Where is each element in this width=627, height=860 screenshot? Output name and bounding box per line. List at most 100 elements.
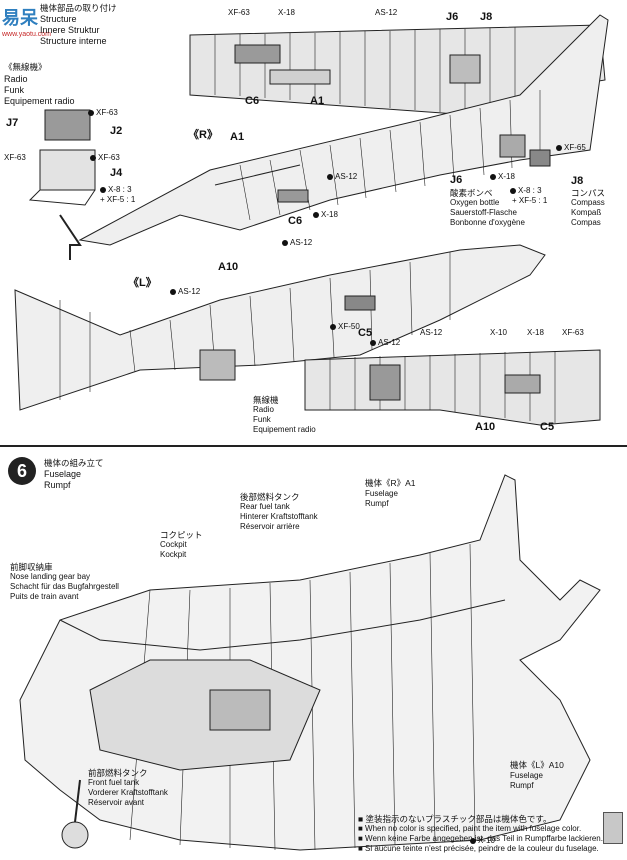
radio-fr: Equipement radio [4, 96, 75, 106]
rear-tank-de: Hinterer Kraftstofftank [240, 512, 318, 521]
panel-a10: A10 [475, 421, 496, 433]
r-fuselage-en: Fuselage [365, 489, 398, 498]
left-xf50: XF-50 [330, 322, 360, 331]
l-fuselage-de: Rumpf [510, 781, 534, 790]
panel-c5: C5 [540, 421, 555, 433]
right-xf65: XF-65 [556, 143, 586, 152]
header-structure-de: Innere Struktur [40, 25, 100, 35]
nose-bay-fr: Puits de train avant [10, 592, 79, 601]
right-x18: X-18 [313, 210, 338, 219]
section-divider [0, 445, 627, 447]
radio-xf63-b: XF-63 [4, 153, 26, 162]
left-a10: A10 [218, 261, 239, 273]
left-as12-b: AS-12 [370, 338, 400, 347]
header-title-jp: 機体部品の取り付け [40, 3, 117, 13]
radio-mix-2: + XF-5 : 1 [100, 195, 136, 204]
svg-text:www.yaotu.com: www.yaotu.com [1, 31, 51, 38]
cockpit-jp: コクピット [160, 530, 203, 540]
legend-fr: ■ Si aucune teinte n'est précisée, peind… [358, 844, 599, 853]
legend-de: ■ Wenn keine Farbe angegeben ist, das Te… [358, 834, 603, 843]
r-fuselage-de: Rumpf [365, 499, 389, 508]
rear-tank-fr: Réservoir arrière [240, 522, 300, 531]
oxygen-fr: Bonbonne d'oxygène [450, 218, 525, 227]
panel-as12: AS-12 [420, 328, 443, 337]
panel-x18: X-18 [527, 328, 544, 337]
right-label: 《R》 [188, 129, 218, 141]
radio-en: Radio [4, 74, 28, 84]
rear-tank-en: Rear fuel tank [240, 502, 290, 511]
right-c6: C6 [288, 215, 303, 227]
radio-xf63-c: XF-63 [90, 153, 120, 162]
nose-bay-de: Schacht für das Bugfahrgestell [10, 582, 119, 591]
top-x18: X-18 [278, 8, 295, 17]
rear-tank-jp: 後部燃料タンク [240, 492, 300, 502]
top-xf63: XF-63 [228, 8, 250, 17]
step6-title-jp: 機体の組み立て [44, 458, 104, 468]
l-fuselage-jp: 機体《L》A10 [510, 760, 564, 770]
top-j6: J6 [446, 11, 459, 23]
legend-jp: ■ 塗装指示のないプラスチック部品は機体色です。 [358, 814, 552, 824]
step6-x10: X-10 [470, 836, 495, 845]
top-c6: C6 [245, 95, 260, 107]
radio-xf63-a: XF-63 [88, 108, 118, 117]
step-number-badge: 6 [8, 457, 36, 485]
left-radio-jp: 無線機 [253, 395, 279, 405]
svg-text:易呆: 易呆 [2, 8, 39, 28]
right-mix-2: + XF-5 : 1 [512, 196, 548, 205]
part-j7: J7 [6, 117, 19, 129]
front-tank-de: Vorderer Kraftstofftank [88, 788, 168, 797]
paint-jar-icon [603, 812, 623, 844]
front-tank-jp: 前部燃料タンク [88, 768, 148, 778]
step6-title-en: Fuselage [44, 469, 82, 479]
part-j4: J4 [110, 167, 123, 179]
r-fuselage-jp: 機体《R》A1 [365, 478, 416, 488]
watermark-logo: 易呆 www.yaotu.com [0, 0, 70, 40]
left-radio-de: Funk [253, 415, 271, 424]
top-a1: A1 [310, 95, 325, 107]
lower-right-panel [304, 349, 601, 426]
right-j6: J6 [450, 174, 463, 186]
right-j8: J8 [571, 175, 584, 187]
oxygen-en: Oxygen bottle [450, 198, 500, 207]
front-tank-fr: Réservoir avant [88, 798, 145, 807]
header-structure-en: Structure [40, 14, 77, 24]
top-as12: AS-12 [375, 8, 398, 17]
right-as12-b: AS-12 [282, 238, 312, 247]
left-as12: AS-12 [170, 287, 200, 296]
right-as12: AS-12 [327, 172, 357, 181]
right-mix-1: X-8 : 3 [510, 186, 542, 195]
left-label: 《L》 [128, 277, 157, 289]
right-a1: A1 [230, 131, 245, 143]
part-j2: J2 [110, 125, 123, 137]
nose-bay-jp: 前脚収納庫 [10, 562, 53, 572]
header-structure-fr: Structure interne [40, 36, 107, 46]
right-fuselage-half [78, 14, 609, 246]
left-radio-fr: Equipement radio [253, 425, 316, 434]
compass-fr: Compas [571, 218, 601, 227]
left-radio-en: Radio [253, 405, 274, 414]
l-fuselage-en: Fuselage [510, 771, 543, 780]
oxygen-de: Sauerstoff-Flasche [450, 208, 517, 217]
left-fuselage-half [14, 244, 546, 411]
radio-part-upper [44, 109, 91, 141]
oxygen-jp: 酸素ボンベ [450, 188, 493, 198]
compass-en: Compass [571, 198, 605, 207]
left-c5: C5 [358, 327, 373, 339]
right-x18-b: X-18 [490, 172, 515, 181]
step6-title-de: Rumpf [44, 480, 71, 490]
cockpit-en: Cockpit [160, 540, 187, 549]
radio-de: Funk [4, 85, 25, 95]
assembly-arrow [59, 214, 82, 260]
radio-part-lower [39, 149, 96, 191]
panel-x10: X-10 [490, 328, 507, 337]
cockpit-de: Kockpit [160, 550, 187, 559]
legend-en: ■ When no color is specified, paint the … [358, 824, 582, 833]
compass-jp: コンパス [571, 188, 606, 198]
radio-title-jp: 《無線機》 [4, 62, 47, 72]
nose-bay-en: Nose landing gear bay [10, 572, 91, 581]
front-tank-en: Front fuel tank [88, 778, 140, 787]
compass-de: Kompaß [571, 208, 602, 217]
radio-mix-1: X-8 : 3 [100, 185, 132, 194]
nose-wheel [61, 821, 89, 849]
